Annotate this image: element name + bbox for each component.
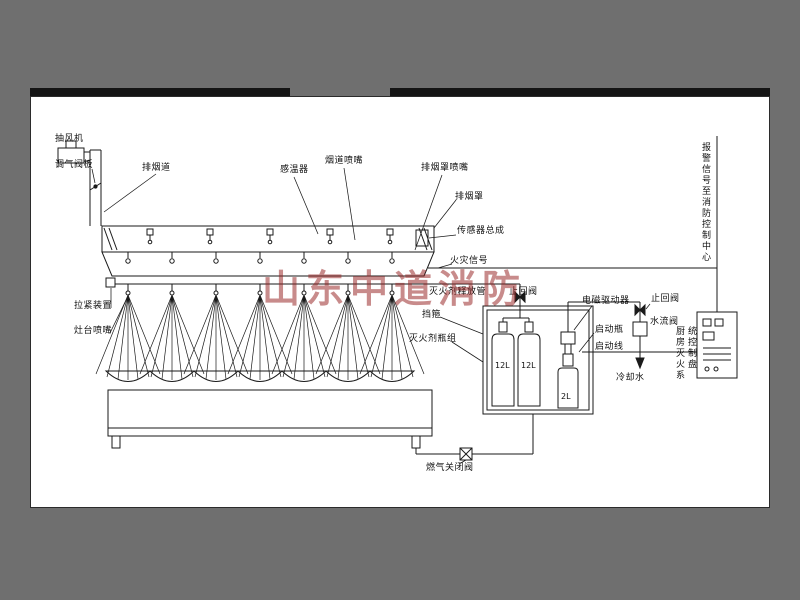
gas-shutoff-valve-label: 燃气关闭阀 xyxy=(426,463,474,473)
clamp-label: 挡箍 xyxy=(422,310,442,320)
tension-device-label: 拉紧装置 xyxy=(74,301,113,311)
gas-shutoff-valve-symbol xyxy=(459,447,473,461)
solenoid-label: 电磁驱动器 xyxy=(582,296,630,306)
exhaust-fan-label: 抽风机 xyxy=(55,134,84,144)
agent-bottle-symbols xyxy=(491,321,541,407)
alarm-signal-label: 报警信号至消防控制中心 xyxy=(700,142,710,263)
spray-cones xyxy=(95,294,425,380)
solenoid-symbol xyxy=(560,331,576,345)
cooling-water-arrow xyxy=(635,357,645,370)
water-flow-valve-label: 水流阀 xyxy=(650,317,679,327)
check-valve-right-symbol xyxy=(634,303,646,317)
stove-nozzle-label: 灶台喷嘴 xyxy=(74,326,113,336)
duct-nozzle-label: 烟道喷嘴 xyxy=(325,156,364,166)
exhaust-fan-symbol xyxy=(57,140,90,164)
water-flow-valve-symbol xyxy=(632,321,648,337)
agent-pipe-label: 灭火剂释放管 xyxy=(429,287,487,297)
sensor-assembly-label: 传感器总成 xyxy=(457,226,505,236)
starter-bottle-symbol xyxy=(557,301,640,409)
temp-sensor-label: 感温器 xyxy=(280,165,309,175)
bottle-cabinet xyxy=(482,305,594,415)
stove-table xyxy=(107,389,433,449)
top-bar-left xyxy=(30,88,290,96)
hood-label: 排烟罩 xyxy=(455,192,484,202)
control-panel-label-col2: 统控制盘 xyxy=(686,326,696,370)
hood-symbol xyxy=(101,251,435,277)
temp-sensor-symbols xyxy=(146,228,394,245)
control-panel-symbol xyxy=(696,311,738,379)
tension-device-symbol xyxy=(105,277,116,288)
check-valve-left-label: 止回阀 xyxy=(509,287,538,297)
vertical-duct xyxy=(89,149,102,226)
sensor-assembly-symbol xyxy=(415,229,429,247)
exhaust-duct-label: 排烟道 xyxy=(142,163,171,173)
manifold-piping xyxy=(502,284,530,322)
watermark: 山东中道消防 xyxy=(262,267,527,311)
cooling-water-label: 冷却水 xyxy=(616,373,645,383)
top-bar-right xyxy=(390,88,770,96)
starter-line-label: 启动线 xyxy=(595,342,624,352)
control-panel-label-col1: 厨房灭火系 xyxy=(674,326,684,381)
bottle-size-label-1: 12L xyxy=(495,361,510,370)
check-valve-right-label: 止回阀 xyxy=(651,294,680,304)
starter-bottle-label: 启动瓶 xyxy=(595,325,624,335)
starter-bottle-size-label: 2L xyxy=(561,392,571,401)
agent-bottle-group-label: 灭火剂瓶组 xyxy=(409,334,457,344)
damper-label: 调气阀板 xyxy=(55,160,94,170)
hood-nozzle-label: 排烟罩喷嘴 xyxy=(421,163,469,173)
diagram-canvas xyxy=(30,96,770,508)
gas-line xyxy=(415,414,534,455)
leader-lines xyxy=(91,167,651,465)
wok-symbols xyxy=(104,370,416,382)
cooling-water-branch xyxy=(632,302,648,370)
bottle-size-label-2: 12L xyxy=(521,361,536,370)
fire-signal-label: 火灾信号 xyxy=(450,256,489,266)
check-valve-left-symbol xyxy=(514,290,526,304)
exhaust-duct-symbol xyxy=(101,225,435,253)
